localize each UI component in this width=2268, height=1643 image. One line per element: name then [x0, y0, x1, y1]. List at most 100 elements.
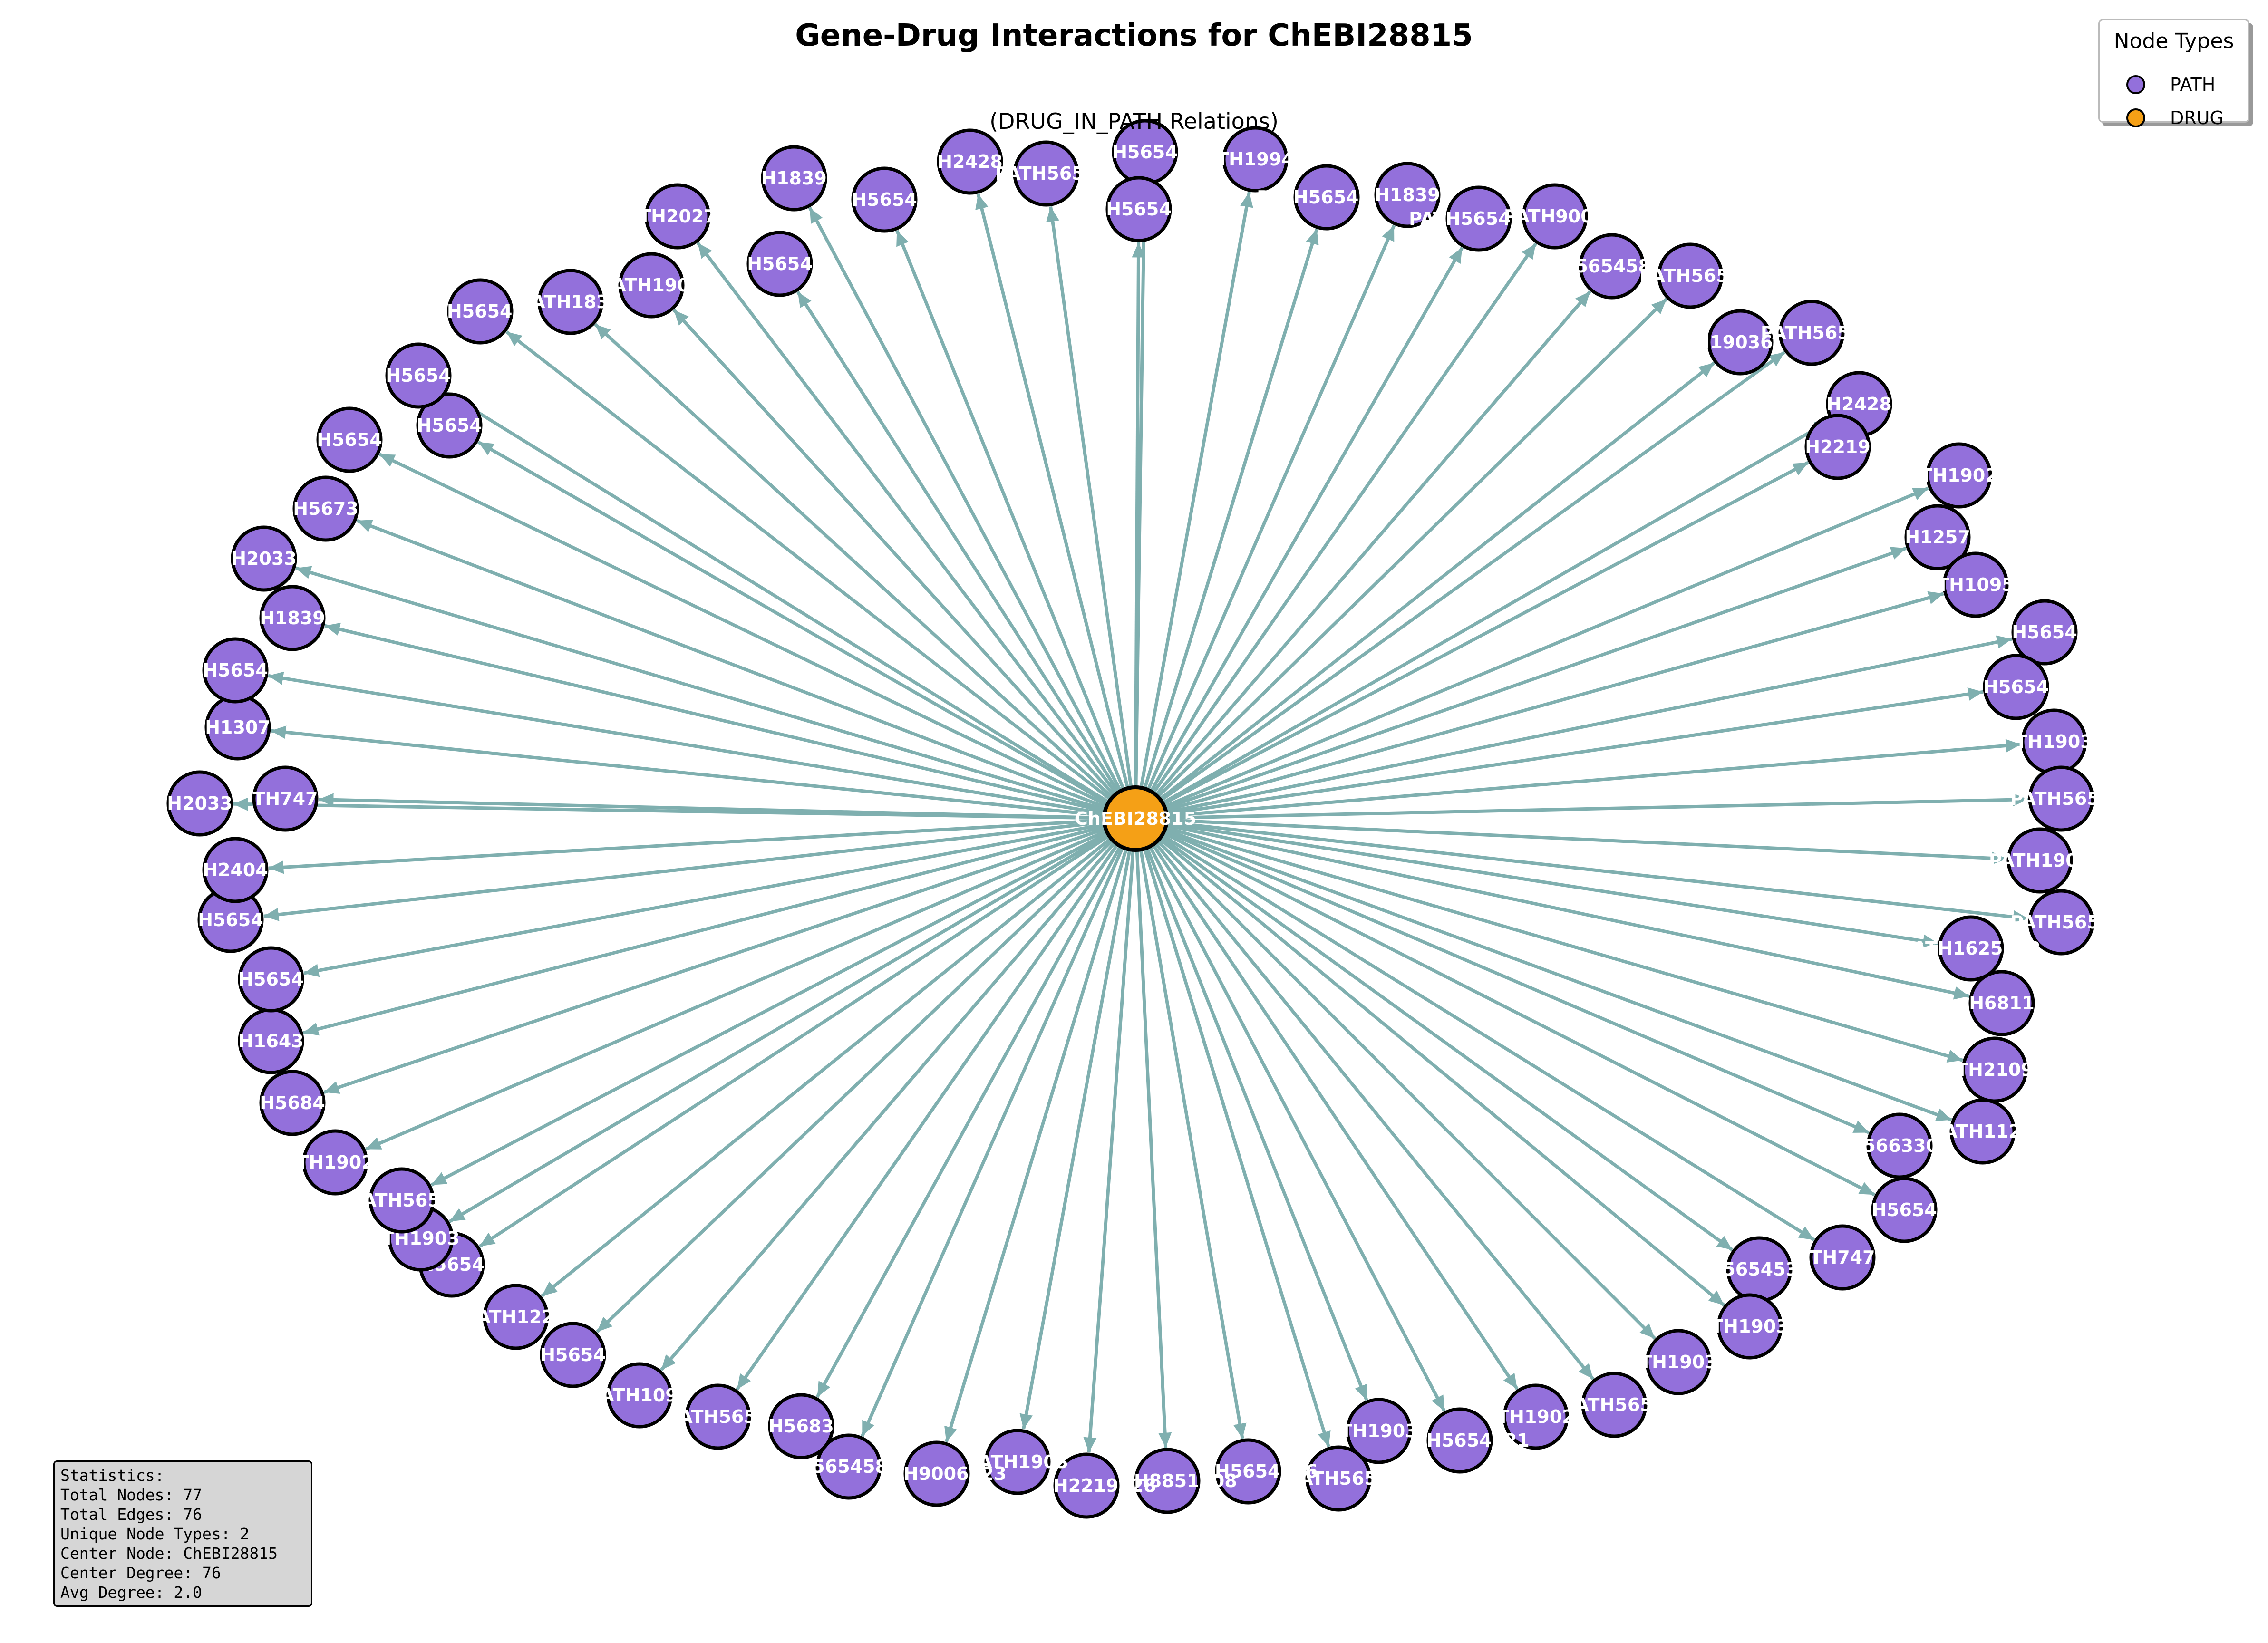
path-node-circle[interactable] — [252, 765, 319, 832]
path-node-circle[interactable] — [259, 585, 326, 651]
path-node-circle[interactable] — [1707, 309, 1774, 376]
path-node[interactable]: H5654589 — [797, 1433, 901, 1500]
path-node[interactable]: PATH5654596 — [1178, 1438, 1318, 1505]
path-node-circle[interactable] — [2028, 889, 2094, 956]
path-node-circle[interactable] — [1871, 1177, 1938, 1243]
path-node[interactable]: PATH5655 — [995, 140, 1097, 207]
path-node[interactable]: H5654 — [746, 231, 813, 297]
path-node-circle[interactable] — [1904, 504, 1971, 570]
path-node[interactable]: PATH5655 — [1639, 242, 1741, 309]
path-node-circle[interactable] — [1645, 1329, 1712, 1395]
path-node[interactable]: H5654 — [1983, 654, 2049, 720]
path-node[interactable]: H2033 — [231, 525, 297, 592]
path-node[interactable]: PATH1839 — [520, 269, 621, 335]
path-node-circle[interactable] — [1579, 233, 1645, 300]
path-node-circle[interactable] — [685, 1383, 751, 1450]
path-node[interactable]: H5663302 — [1848, 1112, 1951, 1179]
path-node-circle[interactable] — [1053, 1452, 1120, 1519]
path-node[interactable]: H6811 — [1968, 970, 2035, 1036]
path-node-circle[interactable] — [316, 406, 383, 473]
path-node-circle[interactable] — [1968, 970, 2035, 1036]
path-node-circle[interactable] — [1949, 1098, 2016, 1165]
path-node-circle[interactable] — [815, 1433, 882, 1500]
path-node-circle[interactable] — [537, 269, 604, 335]
path-node[interactable]: H5654 — [316, 406, 383, 473]
path-node-circle[interactable] — [1134, 1448, 1201, 1514]
path-node[interactable]: H1307 — [204, 694, 271, 761]
path-node-circle[interactable] — [1716, 1293, 1783, 1360]
path-node-circle[interactable] — [746, 231, 813, 297]
path-node[interactable]: H5654 — [540, 1322, 606, 1388]
path-node[interactable]: TH1903 — [2015, 708, 2093, 775]
path-node[interactable]: PATH5654521 — [1390, 1407, 1530, 1474]
path-node[interactable]: PATH5654 — [667, 1383, 769, 1450]
path-node[interactable]: H1839 — [1374, 162, 1441, 228]
path-node[interactable]: H5654 — [197, 887, 264, 953]
path-node[interactable]: PATH5654520 — [1257, 164, 1396, 231]
path-node[interactable]: H2404 — [202, 837, 269, 903]
path-node[interactable]: PATH5654 — [1761, 300, 1862, 366]
path-node-circle[interactable] — [606, 1362, 673, 1429]
path-node[interactable]: PATH5654593 — [410, 278, 550, 345]
path-node[interactable]: H1839 — [259, 585, 326, 651]
path-node-circle[interactable] — [851, 166, 918, 233]
path-node[interactable]: H5654 — [2011, 599, 2078, 666]
path-node[interactable]: TH747 — [1809, 1224, 1876, 1291]
path-node-circle[interactable] — [202, 637, 269, 704]
path-node-circle[interactable] — [368, 1167, 435, 1234]
path-node-circle[interactable] — [292, 475, 359, 542]
path-node[interactable]: TH1902 — [1920, 442, 1998, 509]
path-node[interactable]: H5654 — [1105, 176, 1172, 242]
path-node-circle[interactable] — [540, 1322, 606, 1388]
path-node[interactable]: TH747 — [252, 765, 319, 832]
path-node-circle[interactable] — [1942, 551, 2009, 618]
path-node[interactable]: PATH8851108 — [1097, 1448, 1237, 1514]
path-node-circle[interactable] — [1778, 300, 1845, 366]
path-node-circle[interactable] — [1445, 185, 1512, 252]
path-node[interactable]: H5654 — [238, 946, 304, 1013]
path-node-circle[interactable] — [761, 145, 827, 212]
path-node-circle[interactable] — [1346, 1398, 1412, 1464]
path-node-circle[interactable] — [166, 770, 233, 837]
path-node[interactable]: TH1902 — [1497, 1383, 1575, 1450]
path-node[interactable]: PATH5654 — [351, 1167, 453, 1234]
path-node-circle[interactable] — [1804, 414, 1871, 480]
path-node-circle[interactable] — [1426, 1407, 1493, 1474]
path-node[interactable]: PATH1903 — [967, 1429, 1068, 1495]
path-node-circle[interactable] — [1581, 1372, 1648, 1438]
path-node[interactable]: H5683 — [768, 1393, 834, 1459]
path-node-circle[interactable] — [903, 1440, 970, 1507]
path-node[interactable]: H5684 — [259, 1070, 326, 1136]
path-node-circle[interactable] — [937, 128, 1003, 195]
path-node[interactable]: H2428 — [937, 128, 1003, 195]
center-node[interactable]: ChEBI28815 — [1075, 785, 1196, 852]
path-node[interactable]: PATH5655 — [1288, 1445, 1389, 1512]
path-node-circle[interactable] — [259, 1070, 326, 1136]
path-node[interactable]: PATH9006123 — [867, 1440, 1007, 1507]
path-node[interactable]: PATH1625732 — [1901, 915, 2041, 982]
path-node[interactable]: H5654589 — [1560, 233, 1664, 300]
path-node[interactable]: H5673 — [292, 475, 359, 542]
path-node-circle[interactable] — [202, 837, 269, 903]
path-node[interactable]: TH1902 — [296, 1129, 374, 1196]
path-node[interactable]: H1643 — [238, 1008, 304, 1074]
path-node[interactable]: PATH1903 — [601, 252, 702, 319]
path-node-circle[interactable] — [1522, 183, 1588, 250]
path-node[interactable]: H5654536 — [1708, 1236, 1811, 1303]
path-node-circle[interactable] — [2006, 827, 2073, 894]
path-node-circle[interactable] — [768, 1393, 834, 1459]
path-node[interactable]: PATH5654700 — [1409, 185, 1549, 252]
path-node-circle[interactable] — [1374, 162, 1441, 228]
path-node[interactable]: PATH5654 — [2010, 889, 2112, 956]
path-node[interactable]: TH2027 — [639, 183, 717, 250]
path-node[interactable]: PATH1095 — [589, 1362, 690, 1429]
path-node-circle[interactable] — [644, 183, 711, 250]
path-node-circle[interactable] — [984, 1429, 1051, 1495]
path-node[interactable]: PATH1123 — [1932, 1098, 2034, 1165]
path-node[interactable]: H5654 — [851, 166, 918, 233]
path-node[interactable]: H5654 — [1871, 1177, 1938, 1243]
path-node[interactable]: H1257 — [1904, 504, 1971, 570]
path-node[interactable]: H5654 — [416, 392, 483, 459]
path-node-circle[interactable] — [231, 525, 297, 592]
drug-node-circle[interactable] — [1102, 785, 1169, 852]
